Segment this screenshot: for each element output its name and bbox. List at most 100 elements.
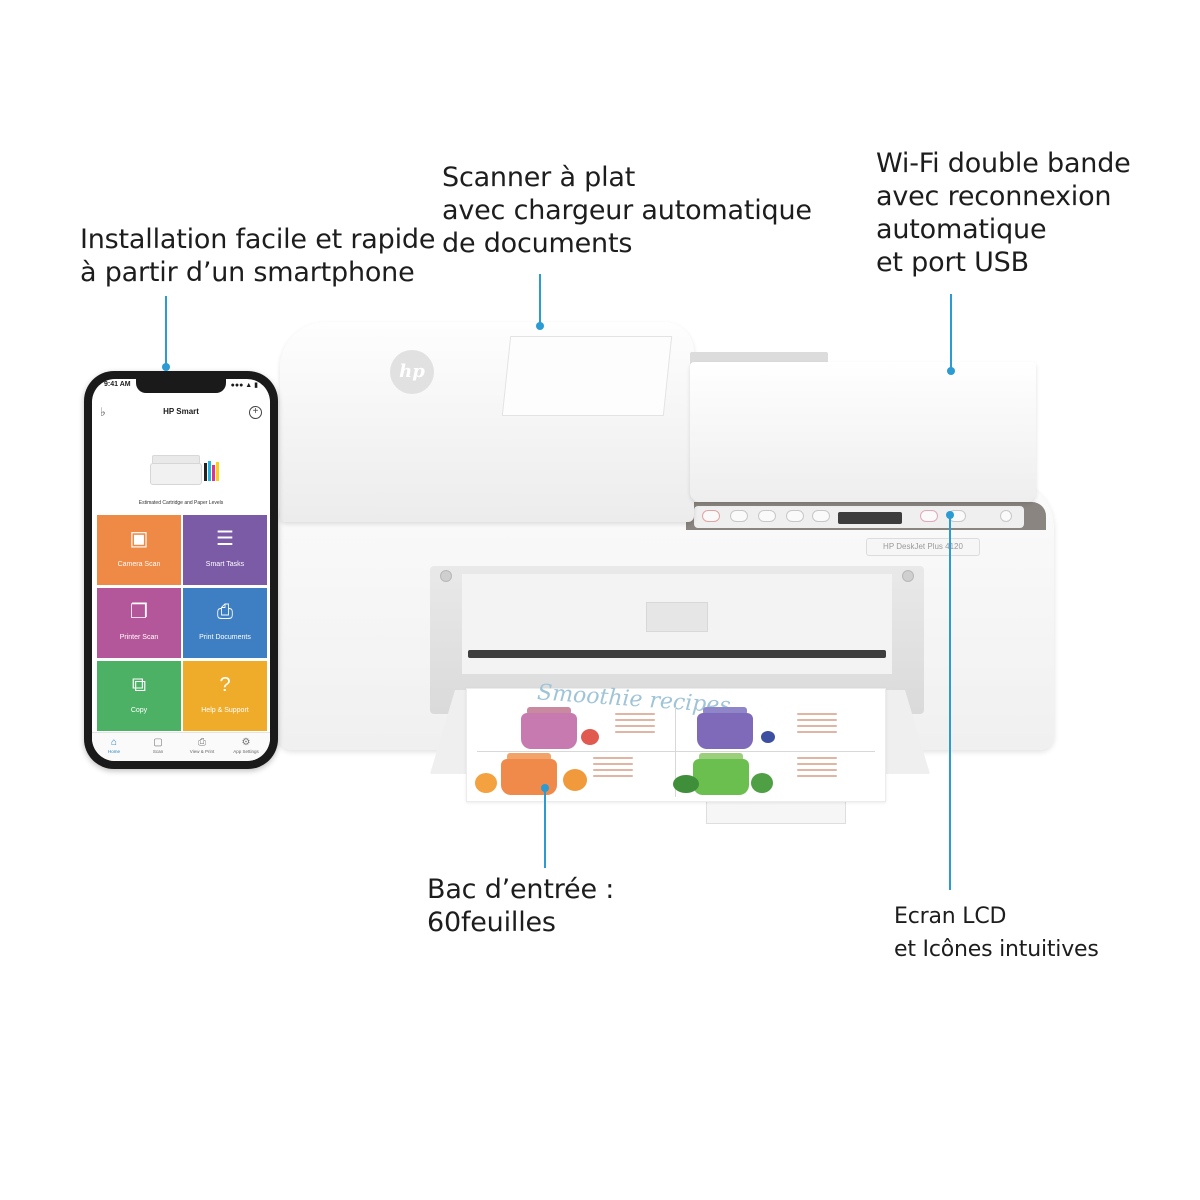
smartphone: 9:41 AM ●●● ▲ ▮ ♭ HP Smart + Estimated C… [84, 371, 278, 769]
callout-app-setup: Installation facile et rapide à partir d… [80, 223, 435, 289]
callout-line: et Icônes intuitives [894, 937, 1099, 962]
wifi-button[interactable] [812, 510, 830, 522]
tile-label: Copy [130, 707, 148, 714]
hp-logo: hp [390, 350, 434, 394]
home-icon: ⌂ [110, 737, 118, 748]
paper-feed-rail [468, 650, 886, 658]
tile-printer-scan[interactable]: ❐ Printer Scan [97, 588, 181, 658]
leader-line-app-setup [165, 296, 167, 366]
tab-scan[interactable]: ▢ Scan [136, 737, 180, 754]
tab-label: View & Print [189, 749, 215, 754]
page-divider [477, 751, 875, 752]
tab-label: Scan [152, 749, 164, 754]
leader-line-lcd [949, 516, 951, 890]
tile-help-support[interactable]: ? Help & Support [183, 661, 267, 731]
document-copy-icon: ❐ [130, 601, 148, 623]
cancel-button[interactable] [702, 510, 720, 522]
page-divider [675, 707, 676, 797]
leader-line-input-tray [544, 790, 546, 868]
gear-icon: ⚙ [241, 737, 251, 748]
tile-label: Camera Scan [117, 561, 161, 568]
tile-label: Help & Support [201, 707, 249, 714]
callout-line: Installation facile et rapide [80, 224, 436, 255]
lcd-display [838, 512, 902, 524]
callout-line: Wi-Fi double bande [876, 148, 1131, 179]
callout-line: avec chargeur automatique [442, 195, 812, 226]
jar-lid [507, 753, 551, 761]
status-icons: ●●● ▲ ▮ [230, 382, 258, 389]
phone-notch [136, 379, 226, 393]
recipe-text [593, 753, 633, 781]
printed-page: Smoothie recipes [466, 680, 886, 802]
tile-print-documents[interactable]: ⎙ Print Documents [183, 588, 267, 658]
callout-line: Ecran LCD [894, 904, 1007, 929]
app-header: ♭ HP Smart + [92, 403, 270, 423]
tab-home[interactable]: ⌂ Home [92, 737, 136, 754]
callout-scanner: Scanner à plat avec chargeur automatique… [442, 161, 812, 260]
printer-thumbnail[interactable] [150, 453, 202, 485]
callout-line: 60feuilles [427, 907, 556, 938]
leader-dot [946, 511, 954, 519]
ink-level-bars [204, 459, 220, 481]
tray-hinge-left [440, 570, 452, 582]
leader-line-wifi [950, 294, 952, 370]
tile-camera-scan[interactable]: ▣ Camera Scan [97, 515, 181, 585]
help-icon: ? [219, 674, 231, 696]
info-button[interactable] [758, 510, 776, 522]
leader-dot [947, 367, 955, 375]
jar-lid [699, 753, 743, 761]
leader-line-scanner [539, 274, 541, 326]
callout-line: avec reconnexion [876, 181, 1112, 212]
blueberries [761, 731, 775, 743]
spinach-leaves [673, 775, 699, 793]
status-time: 9:41 AM [104, 381, 131, 388]
recipe-text [797, 709, 837, 737]
document-feeder-cover [690, 362, 1036, 502]
leader-dot [536, 322, 544, 330]
spinach-leaves [751, 773, 773, 793]
printer-icon: ⎙ [198, 737, 206, 748]
scan-icon: ▢ [153, 737, 163, 748]
power-button[interactable] [1000, 510, 1012, 522]
color-copy-button[interactable] [920, 510, 938, 522]
cavity-notch [646, 602, 708, 632]
callout-line: Bac d’entrée : [427, 874, 615, 905]
tab-view-print[interactable]: ⎙ View & Print [180, 737, 224, 754]
smoothie-jar-green [693, 759, 749, 795]
callout-wifi: Wi-Fi double bande avec reconnexion auto… [876, 147, 1131, 279]
tile-label: Print Documents [199, 634, 251, 641]
callout-line: à partir d’un smartphone [80, 257, 415, 288]
orange-slice [475, 773, 497, 793]
recipe-text [797, 753, 837, 781]
smoothie-jar-blueberry [697, 713, 753, 749]
add-printer-icon[interactable]: + [249, 406, 262, 419]
copy-button[interactable] [786, 510, 804, 522]
tab-app-settings[interactable]: ⚙ App Settings [224, 737, 268, 754]
callout-line: automatique [876, 214, 1047, 245]
checklist-icon: ☰ [216, 528, 234, 550]
strawberry [581, 729, 599, 745]
leader-dot [162, 363, 170, 371]
resume-button[interactable] [730, 510, 748, 522]
levels-label: Estimated Cartridge and Paper Levels [138, 500, 224, 506]
callout-input-tray: Bac d’entrée : 60feuilles [427, 873, 614, 939]
tile-label: Smart Tasks [205, 561, 245, 568]
copy-icon: ⧉ [131, 674, 147, 696]
tab-label: App Settings [233, 749, 259, 754]
callout-line: Scanner à plat [442, 162, 636, 193]
callout-line: de documents [442, 228, 633, 259]
callout-line: et port USB [876, 247, 1029, 278]
smoothie-jar-berry [521, 713, 577, 749]
app-title: HP Smart [163, 407, 199, 416]
leader-dot [541, 784, 549, 792]
tab-bar: ⌂ Home ▢ Scan ⎙ View & Print ⚙ App Setti… [92, 732, 270, 761]
bell-icon[interactable]: ♭ [100, 405, 106, 419]
jar-lid [527, 707, 571, 715]
tab-label: Home [107, 749, 120, 754]
tile-copy[interactable]: ⧉ Copy [97, 661, 181, 731]
tile-smart-tasks[interactable]: ☰ Smart Tasks [183, 515, 267, 585]
phone-screen: 9:41 AM ●●● ▲ ▮ ♭ HP Smart + Estimated C… [92, 379, 270, 761]
model-badge: HP DeskJet Plus 4120 [866, 538, 980, 556]
recipe-text [615, 709, 655, 737]
printer-icon: ⎙ [217, 601, 233, 623]
